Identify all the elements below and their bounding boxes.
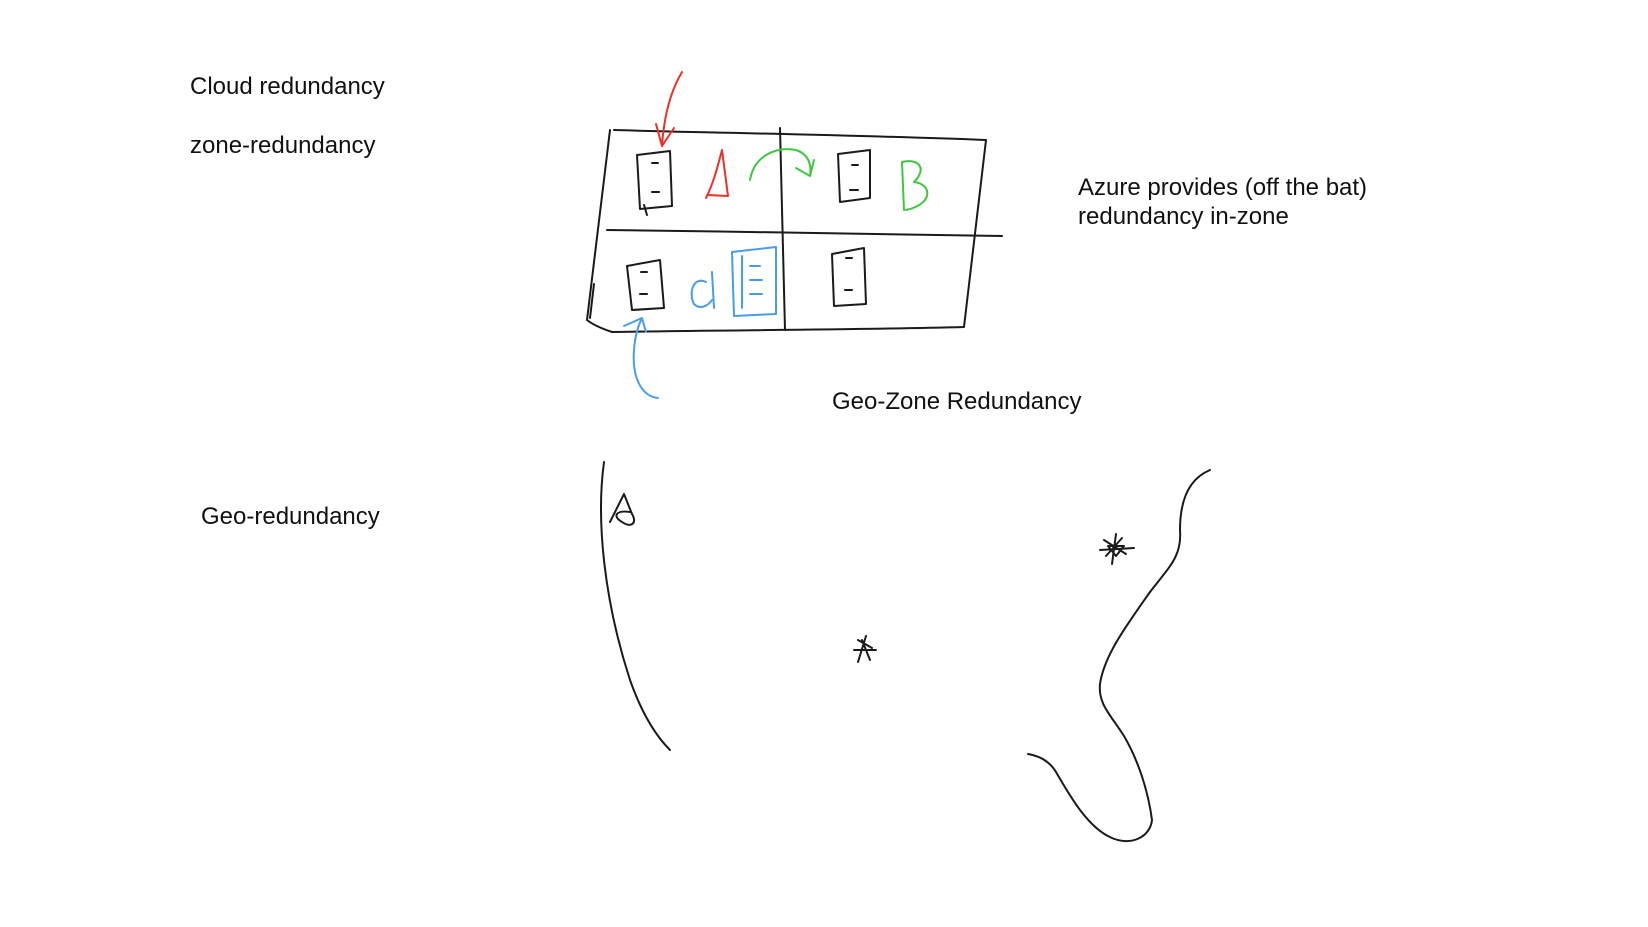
zone-letter-c-stem	[711, 271, 715, 309]
azure-provides-note: Azure provides (off the bat) redundancy …	[1078, 173, 1458, 231]
star-icon	[1099, 533, 1135, 565]
zone-letter-a	[705, 149, 729, 199]
region-letter-a	[609, 493, 636, 526]
arrow-icon	[749, 148, 815, 181]
geo-zone-redundancy-label: Geo-Zone Redundancy	[832, 388, 1082, 415]
arrow-icon	[655, 71, 683, 147]
server-icon	[636, 150, 673, 216]
database-icon	[731, 246, 777, 317]
azure-provides-line-2: redundancy in-zone	[1078, 203, 1289, 230]
cloud-redundancy-label: Cloud redundancy	[190, 73, 385, 100]
azure-provides-line-1: Azure provides (off the bat)	[1078, 174, 1368, 201]
zone-letter-c	[690, 279, 713, 308]
zone-redundancy-label: zone-redundancy	[190, 132, 376, 159]
zone-letter-b	[901, 160, 929, 211]
zone-grid-outer-border	[586, 129, 987, 333]
zone-grid-vertical-divider	[779, 127, 786, 331]
server-icon	[837, 149, 871, 203]
map-west-coast	[600, 461, 671, 751]
server-icon	[626, 259, 665, 311]
server-icon	[831, 247, 867, 307]
map-east-coast	[1027, 469, 1211, 843]
zone-grid-left-tick	[589, 283, 595, 319]
geo-redundancy-label: Geo-redundancy	[201, 503, 380, 530]
arrow-icon	[623, 317, 659, 399]
zone-grid	[586, 127, 1003, 333]
star-icon	[853, 635, 877, 663]
zone-grid-horizontal-divider	[606, 229, 1003, 237]
